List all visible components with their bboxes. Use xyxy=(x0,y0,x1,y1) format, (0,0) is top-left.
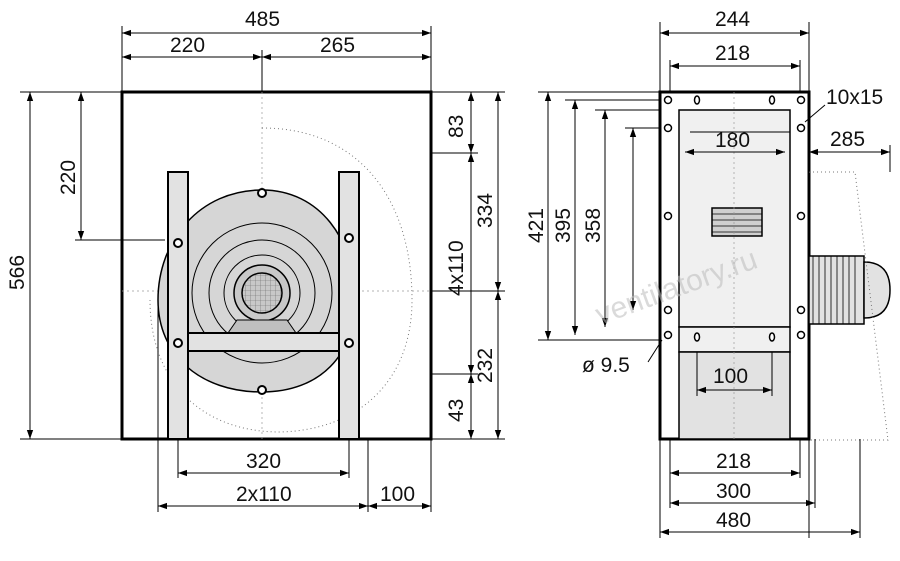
impeller-block xyxy=(711,207,763,237)
dim-218-top: 218 xyxy=(715,42,750,65)
front-dimensions: 485 220 265 566 220 83 334 4x110 232 43 … xyxy=(6,8,502,510)
dim-320: 320 xyxy=(246,450,281,473)
side-view xyxy=(538,22,891,538)
dim-220-top: 220 xyxy=(170,34,205,57)
dim-232: 232 xyxy=(474,348,497,383)
dim-244: 244 xyxy=(715,8,750,31)
dim-334: 334 xyxy=(474,193,497,228)
motor-body xyxy=(808,255,865,325)
dim-hole-diameter: ø 9.5 xyxy=(582,354,630,377)
right-support-rail xyxy=(338,171,360,440)
front-view xyxy=(20,26,505,512)
dim-2x110: 2x110 xyxy=(236,483,292,506)
dim-395: 395 xyxy=(552,208,575,243)
dim-358: 358 xyxy=(582,208,605,243)
dim-100-side: 100 xyxy=(713,365,748,388)
dim-421: 421 xyxy=(525,208,548,243)
dim-566: 566 xyxy=(6,255,29,290)
front-panel xyxy=(120,90,433,441)
dim-10x15: 10x15 xyxy=(826,86,883,109)
side-dimensions: 244 218 10x15 285 180 421 395 358 ø 9.5 … xyxy=(525,8,890,536)
dim-285: 285 xyxy=(830,128,865,151)
dim-4x110: 4x110 xyxy=(445,240,468,296)
dim-480: 480 xyxy=(716,509,751,532)
dim-43: 43 xyxy=(445,399,468,422)
cross-bar xyxy=(187,332,340,352)
dim-100-front: 100 xyxy=(380,483,415,506)
left-support-rail xyxy=(167,171,189,440)
dim-300: 300 xyxy=(716,480,751,503)
dim-220-left: 220 xyxy=(57,160,80,195)
dim-180: 180 xyxy=(715,129,750,152)
dim-485: 485 xyxy=(245,8,280,31)
dim-83: 83 xyxy=(445,115,468,138)
dim-218-bottom: 218 xyxy=(716,450,751,473)
dim-265: 265 xyxy=(320,34,355,57)
